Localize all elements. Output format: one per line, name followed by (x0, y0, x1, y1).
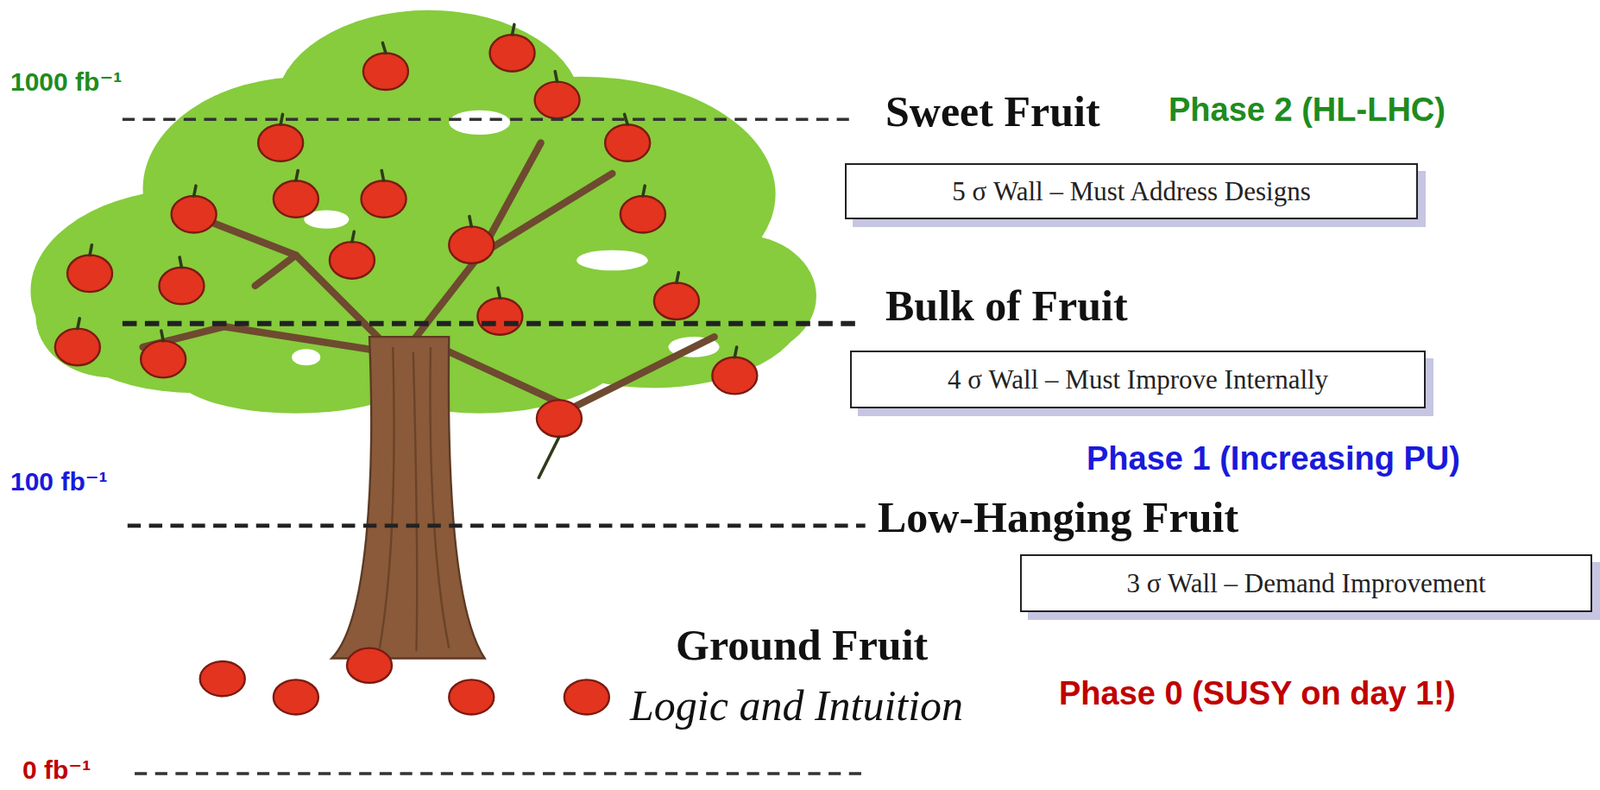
level-subtitle: Logic and Intuition (629, 680, 964, 731)
canopy-gaps (291, 110, 719, 366)
level-title: Sweet Fruit (885, 87, 1101, 138)
apple-stems (77, 24, 738, 478)
phase-label: Phase 1 (Increasing PU) (1086, 440, 1461, 479)
luminosity-label: 0 fb⁻¹ (22, 755, 91, 786)
tree-trunk (331, 336, 485, 658)
wall-box: 4 σ Wall – Must Improve Internally (850, 350, 1426, 409)
wall-box: 5 σ Wall – Must Address Designs (844, 163, 1418, 220)
wall-text: 4 σ Wall – Must Improve Internally (947, 364, 1329, 396)
level-title: Bulk of Fruit (885, 281, 1128, 332)
level-title: Low-Hanging Fruit (877, 492, 1239, 543)
wall-box: 3 σ Wall – Demand Improvement (1020, 554, 1593, 612)
phase-label: Phase 0 (SUSY on day 1!) (1058, 674, 1456, 713)
level-title: Ground Fruit (675, 620, 928, 671)
trunk-grain (379, 346, 449, 651)
wall-text: 5 σ Wall – Must Address Designs (951, 176, 1311, 208)
level-dashed-lines (122, 119, 870, 774)
apples (55, 34, 757, 714)
luminosity-label: 1000 fb⁻¹ (10, 67, 122, 98)
luminosity-label: 100 fb⁻¹ (10, 466, 108, 498)
wall-text: 3 σ Wall – Demand Improvement (1126, 567, 1486, 599)
phase-label: Phase 2 (HL-LHC) (1168, 91, 1446, 130)
